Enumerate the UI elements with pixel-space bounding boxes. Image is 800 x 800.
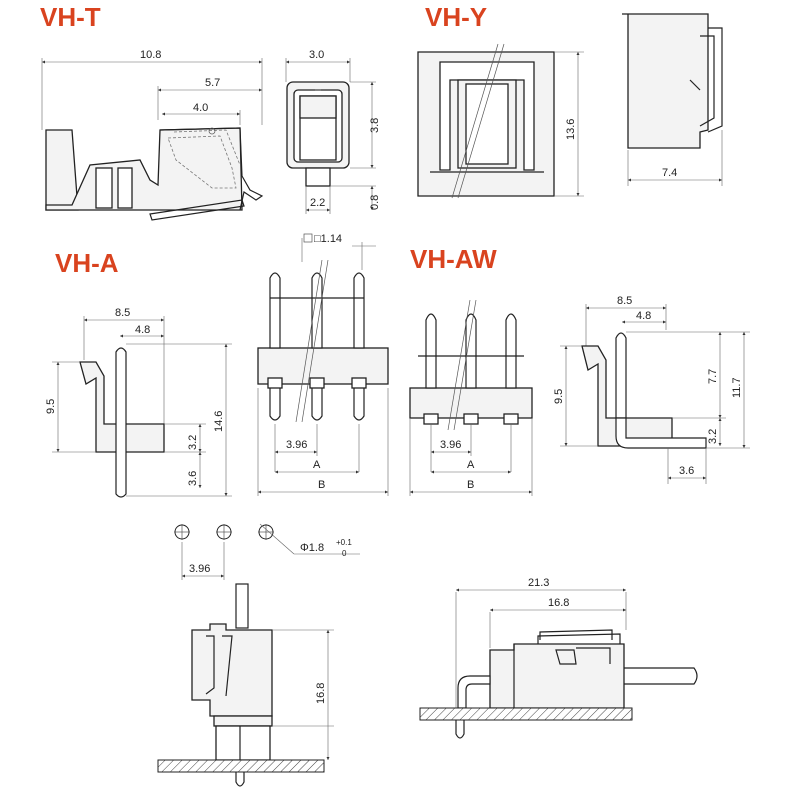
dim-aw-offset: 4.8 — [636, 310, 651, 322]
dim-t-end-tab: 2.2 — [310, 197, 325, 209]
mated-assembly-vertical: 16.8 — [157, 583, 334, 787]
dim-pcb-pitch: 3.96 — [189, 563, 210, 575]
dim-mated-w-body: 16.8 — [548, 597, 569, 609]
pcb-hole-layout: 3.96 Φ1.8 +0.1 0 — [174, 523, 360, 580]
dim-a-span-b: B — [318, 479, 325, 491]
dim-aw-total: 11.7 — [731, 377, 743, 398]
dim-y-height: 13.6 — [565, 119, 577, 140]
dim-a-pitch: 3.96 — [286, 439, 307, 451]
dim-aw-pitch: 3.96 — [440, 439, 461, 451]
dim-t-mid: 5.7 — [205, 77, 220, 89]
mated-assembly-right-angle: 21.3 16.8 — [419, 577, 698, 739]
dim-aw-span-b: B — [467, 479, 474, 491]
vh-aw-header-front-view: 3.96 A B — [409, 299, 533, 496]
dim-pcb-tol-minus: 0 — [342, 549, 347, 558]
vh-y-housing-front-view: 13.6 — [417, 43, 584, 199]
dim-pcb-hole: Φ1.8 — [300, 542, 324, 554]
vh-aw-header-side-view: 8.5 4.8 9.5 7.7 11.7 3.2 3.6 — [553, 295, 750, 484]
dim-mated-w-total: 21.3 — [528, 577, 549, 589]
dim-a-pin-square: □1.14 — [314, 233, 342, 245]
dim-pcb-tol-plus: +0.1 — [336, 538, 352, 547]
dim-t-end-height: 3.8 — [369, 118, 381, 133]
dim-aw-width: 8.5 — [617, 295, 632, 307]
dim-a-base: 3.2 — [187, 435, 199, 450]
dim-aw-base: 3.2 — [707, 429, 719, 444]
vh-a-pins — [267, 272, 367, 421]
dim-t-end-width: 3.0 — [309, 49, 324, 61]
vh-aw-pins — [423, 313, 519, 425]
dim-aw-height: 9.5 — [553, 389, 565, 404]
dim-a-total: 14.6 — [213, 411, 225, 432]
title-vh-a: VH-A — [55, 248, 119, 278]
dim-t-overall: 10.8 — [140, 49, 161, 61]
vh-y-housing-side-view: 7.4 — [622, 13, 723, 186]
dim-t-inner: 4.0 — [193, 102, 208, 114]
dim-t-end-tab-height: 0.8 — [369, 195, 381, 210]
title-vh-t: VH-T — [40, 2, 101, 32]
vh-t-terminal-side-view: 10.8 5.7 4.0 — [41, 49, 264, 221]
dim-aw-upper: 7.7 — [707, 369, 719, 384]
vh-t-terminal-end-view: 3.0 3.8 0.8 2.2 — [285, 49, 381, 214]
dim-mated-height: 16.8 — [315, 683, 327, 704]
title-vh-y: VH-Y — [425, 2, 487, 32]
dim-a-span-a: A — [313, 459, 321, 471]
dim-aw-span-a: A — [467, 459, 475, 471]
vh-a-header-front-view: □1.14 3.96 A B — [257, 233, 389, 496]
dim-a-height: 9.5 — [45, 399, 57, 414]
dim-y-side-width: 7.4 — [662, 167, 677, 179]
vh-a-header-side-view: 8.5 4.8 9.5 14.6 3.2 3.6 — [45, 307, 232, 498]
dim-a-tail: 3.6 — [187, 471, 199, 486]
title-vh-aw: VH-AW — [410, 244, 497, 274]
dim-a-width: 8.5 — [115, 307, 130, 319]
dim-a-offset: 4.8 — [135, 324, 150, 336]
dim-aw-tail: 3.6 — [679, 465, 694, 477]
